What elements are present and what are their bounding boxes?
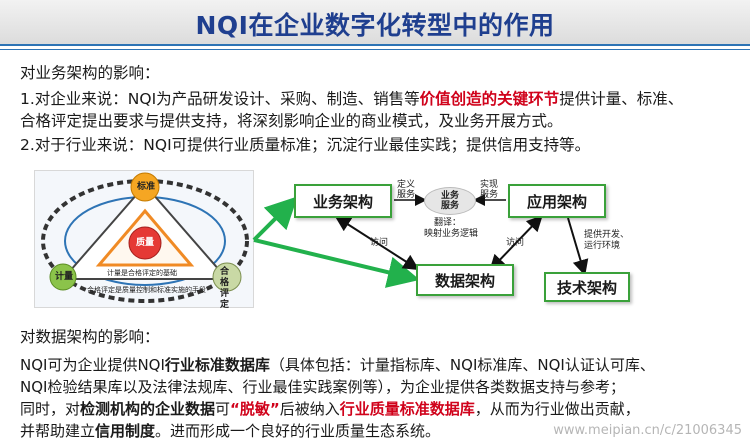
label-implement-2: 服务 xyxy=(480,190,499,200)
label-metrology: 计量 xyxy=(55,272,74,282)
highlight-quality-db: 行业质量标准数据库 xyxy=(339,400,475,418)
text-run: （具体包括：计量指标库、NQI标准库、NQI认证认可库、 xyxy=(269,356,655,374)
section2-line3: 同时，对检测机构的企业数据可“脱敏”后被纳入行业质量标准数据库，从而为行业做出贡… xyxy=(20,398,640,420)
triangle-diagram-graphic xyxy=(41,172,249,303)
arrow-business-data xyxy=(334,215,420,271)
label-define-1: 定义 xyxy=(397,180,416,190)
label-provide-1: 提供开发、 xyxy=(584,230,630,240)
bold-credit-system: 信用制度 xyxy=(95,422,156,440)
text-run: 1.对企业来说：NQI为产品研发设计、采购、制造、销售等 xyxy=(20,90,420,108)
green-arrows xyxy=(252,196,420,288)
text-run: 并帮助建立 xyxy=(20,422,96,440)
label-access-right: 访问 xyxy=(506,238,525,248)
label-quality: 质量 xyxy=(136,238,155,248)
text-run: 可 xyxy=(215,400,231,418)
box-application-architecture: 应用架构 xyxy=(508,184,606,218)
text-run: 同时，对 xyxy=(20,400,81,418)
label-implement-1: 实现 xyxy=(480,180,499,190)
node-conformity xyxy=(212,262,242,292)
nqi-triangle-diagram: 标准 质量 计量 合格评定 计量是合格评定的基础 合格评定是质量控制和标准实施的… xyxy=(34,170,254,310)
title-underline xyxy=(0,44,750,50)
bold-inspection-data: 检测机构的企业数据 xyxy=(80,400,216,418)
section1-heading: 对业务架构的影响： xyxy=(20,64,160,82)
bold-industry-db: 行业标准数据库 xyxy=(164,356,270,374)
title-background xyxy=(0,0,750,44)
outer-caption: 合格评定是质量控制和标准实施的手段 xyxy=(87,286,206,294)
box-data-architecture: 数据架构 xyxy=(416,264,514,296)
inner-caption: 计量是合格评定的基础 xyxy=(107,269,177,277)
box-business-architecture: 业务架构 xyxy=(294,184,392,218)
text-run: 后被纳入 xyxy=(279,400,340,418)
watermark: www.meipian.cn/c/21006345 xyxy=(553,423,742,438)
node-quality xyxy=(128,226,162,260)
label-define-2: 服务 xyxy=(397,190,416,200)
arrow-application-tech xyxy=(567,217,589,276)
arrow-to-data xyxy=(253,238,420,288)
text-run: 。进而形成一个良好的行业质量生态系统。 xyxy=(155,422,441,440)
page-title: NQI在企业数字化转型中的作用 xyxy=(195,11,555,40)
arrow-to-business xyxy=(252,196,298,242)
section2-line2: NQI检验结果库以及法律法规库、行业最佳实践案例等），为企业提供各类数据支持与参… xyxy=(20,378,625,396)
service-label-2: 服务 xyxy=(441,201,460,211)
section1-line1: 1.对企业来说：NQI为产品研发设计、采购、制造、销售等价值创造的关键环节提供计… xyxy=(20,88,683,110)
label-provide-2: 运行环境 xyxy=(584,241,621,251)
highlight-value-creation: 价值创造的关键环节 xyxy=(419,90,560,108)
service-label-1: 业务 xyxy=(441,191,460,201)
text-run: ，从而为行业做出贡献， xyxy=(474,400,640,418)
label-standard: 标准 xyxy=(137,182,156,192)
title-bar: NQI在企业数字化转型中的作用 xyxy=(0,0,750,50)
highlight-desensitize: “脱敏” xyxy=(230,400,280,418)
arrow-application-data xyxy=(489,215,543,271)
node-metrology xyxy=(49,263,77,291)
node-standard xyxy=(130,172,160,202)
section2-line4: 并帮助建立信用制度。进而形成一个良好的行业质量生态系统。 xyxy=(20,420,440,442)
section2-line1: NQI可为企业提供NQI行业标准数据库（具体包括：计量指标库、NQI标准库、NQ… xyxy=(20,354,655,376)
section1-line3: 2.对于行业来说：NQI可提供行业质量标准；沉淀行业最佳实践；提供信用支持等。 xyxy=(20,136,591,154)
outer-ring xyxy=(41,179,249,303)
label-access-left: 访问 xyxy=(370,238,389,248)
label-translate-2: 映射业务逻辑 xyxy=(424,229,479,239)
section2-heading: 对数据架构的影响： xyxy=(20,328,160,346)
section1-line2: 合格评定提出要求与提供支持，将深刻影响企业的商业模式，及业务开展方式。 xyxy=(20,112,563,130)
box-tech-architecture: 技术架构 xyxy=(544,272,630,302)
label-conformity: 合格评定 xyxy=(220,267,230,310)
text-run: 提供计量、标准、 xyxy=(559,90,684,108)
text-run: NQI可为企业提供NQI xyxy=(20,356,165,374)
business-service-node: 业务 服务 xyxy=(424,187,476,215)
label-translate-1: 翻译： xyxy=(434,218,462,228)
